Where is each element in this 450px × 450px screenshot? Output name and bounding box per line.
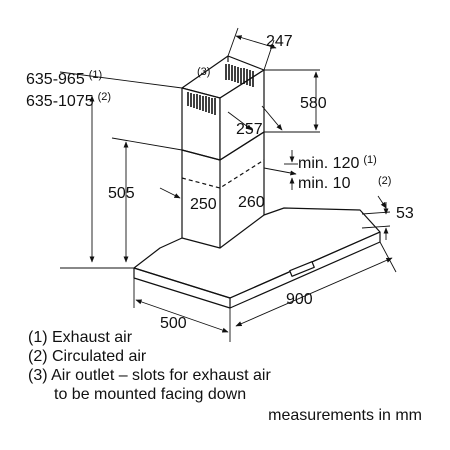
total-height-exhaust-label: 635-965 <box>26 71 85 88</box>
dimension-labels: 635-965 (1) 635-1075 (2) 505 (3) 247 580 2… <box>26 33 414 332</box>
upper-chimney-depth-label: 257 <box>236 121 263 138</box>
air-outlet-slots <box>187 64 254 115</box>
total-height-exhaust-ref: (1) <box>89 69 102 81</box>
legend: (1) Exhaust air (2) Circulated air (3) A… <box>28 329 422 424</box>
svg-text:635-965(1): 635-965 (1) <box>26 69 102 88</box>
min-exhaust-ref: (1) <box>363 154 376 166</box>
lower-height-label: 505 <box>108 185 135 202</box>
min-circulated-label: min. 10 <box>298 175 351 192</box>
dimension-lines <box>59 27 397 342</box>
canopy <box>133 207 381 309</box>
legend-item-exhaust: (1) Exhaust air <box>28 329 133 346</box>
canopy-width-label: 900 <box>286 291 313 308</box>
upper-chimney-height-label: 580 <box>300 95 327 112</box>
legend-item-air-outlet: (3) Air outlet – slots for exhaust air <box>28 367 271 384</box>
lower-chimney-width-label: 250 <box>190 196 217 213</box>
lower-chimney-depth-label: 260 <box>238 194 265 211</box>
min-circulated-ref: (2) <box>378 175 391 187</box>
canopy-thickness-label: 53 <box>396 205 414 222</box>
units-note: measurements in mm <box>268 407 422 424</box>
svg-text:635-1075(2): 635-1075 (2) <box>26 91 111 110</box>
min-exhaust-label: min. 120 <box>298 155 359 172</box>
svg-text:min. 120(1): min. 120 (1) <box>298 154 377 172</box>
legend-item-circulated: (2) Circulated air <box>28 348 147 365</box>
total-height-circulated-label: 635-1075 <box>26 93 94 110</box>
total-height-circulated-ref: (2) <box>98 91 111 103</box>
upper-chimney-width-label: 247 <box>266 33 293 50</box>
lower-chimney <box>181 131 265 248</box>
legend-item-air-outlet-cont: to be mounted facing down <box>54 386 246 403</box>
air-outlet-ref: (3) <box>197 66 210 78</box>
canopy-depth-label: 500 <box>160 315 187 332</box>
